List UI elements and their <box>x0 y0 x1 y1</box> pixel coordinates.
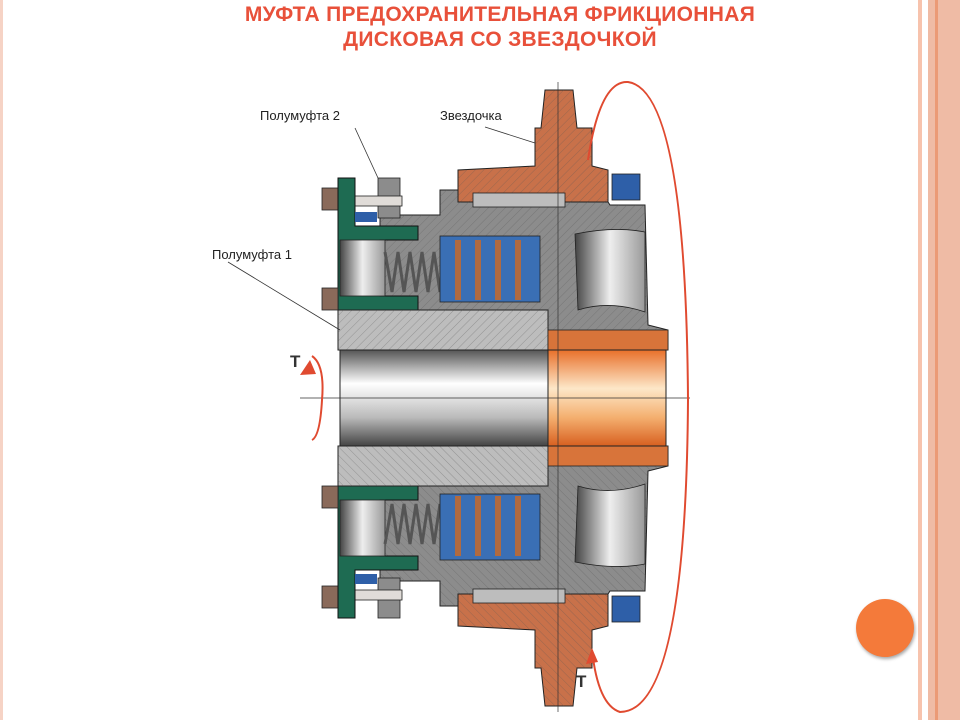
torque-arrow-right <box>587 80 690 714</box>
slide-title: МУФТА ПРЕДОХРАНИТЕЛЬНАЯ ФРИКЦИОННАЯ ДИСК… <box>200 2 800 52</box>
torque-arrow-left <box>311 355 324 441</box>
label-torque-left: Т <box>290 352 301 371</box>
border-stripe <box>0 0 3 720</box>
slide-nav-button[interactable] <box>856 599 914 657</box>
label-torque-right: Т <box>576 672 587 691</box>
title-line-2: ДИСКОВАЯ СО ЗВЕЗДОЧКОЙ <box>343 28 657 51</box>
title-line-1: МУФТА ПРЕДОХРАНИТЕЛЬНАЯ ФРИКЦИОННАЯ <box>244 3 756 26</box>
label-sprocket: Звездочка <box>440 108 502 123</box>
label-half-coupling-2: Полумуфта 2 <box>260 108 340 123</box>
border-stripe <box>928 0 960 720</box>
border-stripe <box>918 0 922 720</box>
label-half-coupling-1: Полумуфта 1 <box>212 247 292 262</box>
arrowhead-icon <box>300 360 316 375</box>
border-stripe <box>935 0 938 720</box>
arrowhead-icon <box>586 648 598 664</box>
